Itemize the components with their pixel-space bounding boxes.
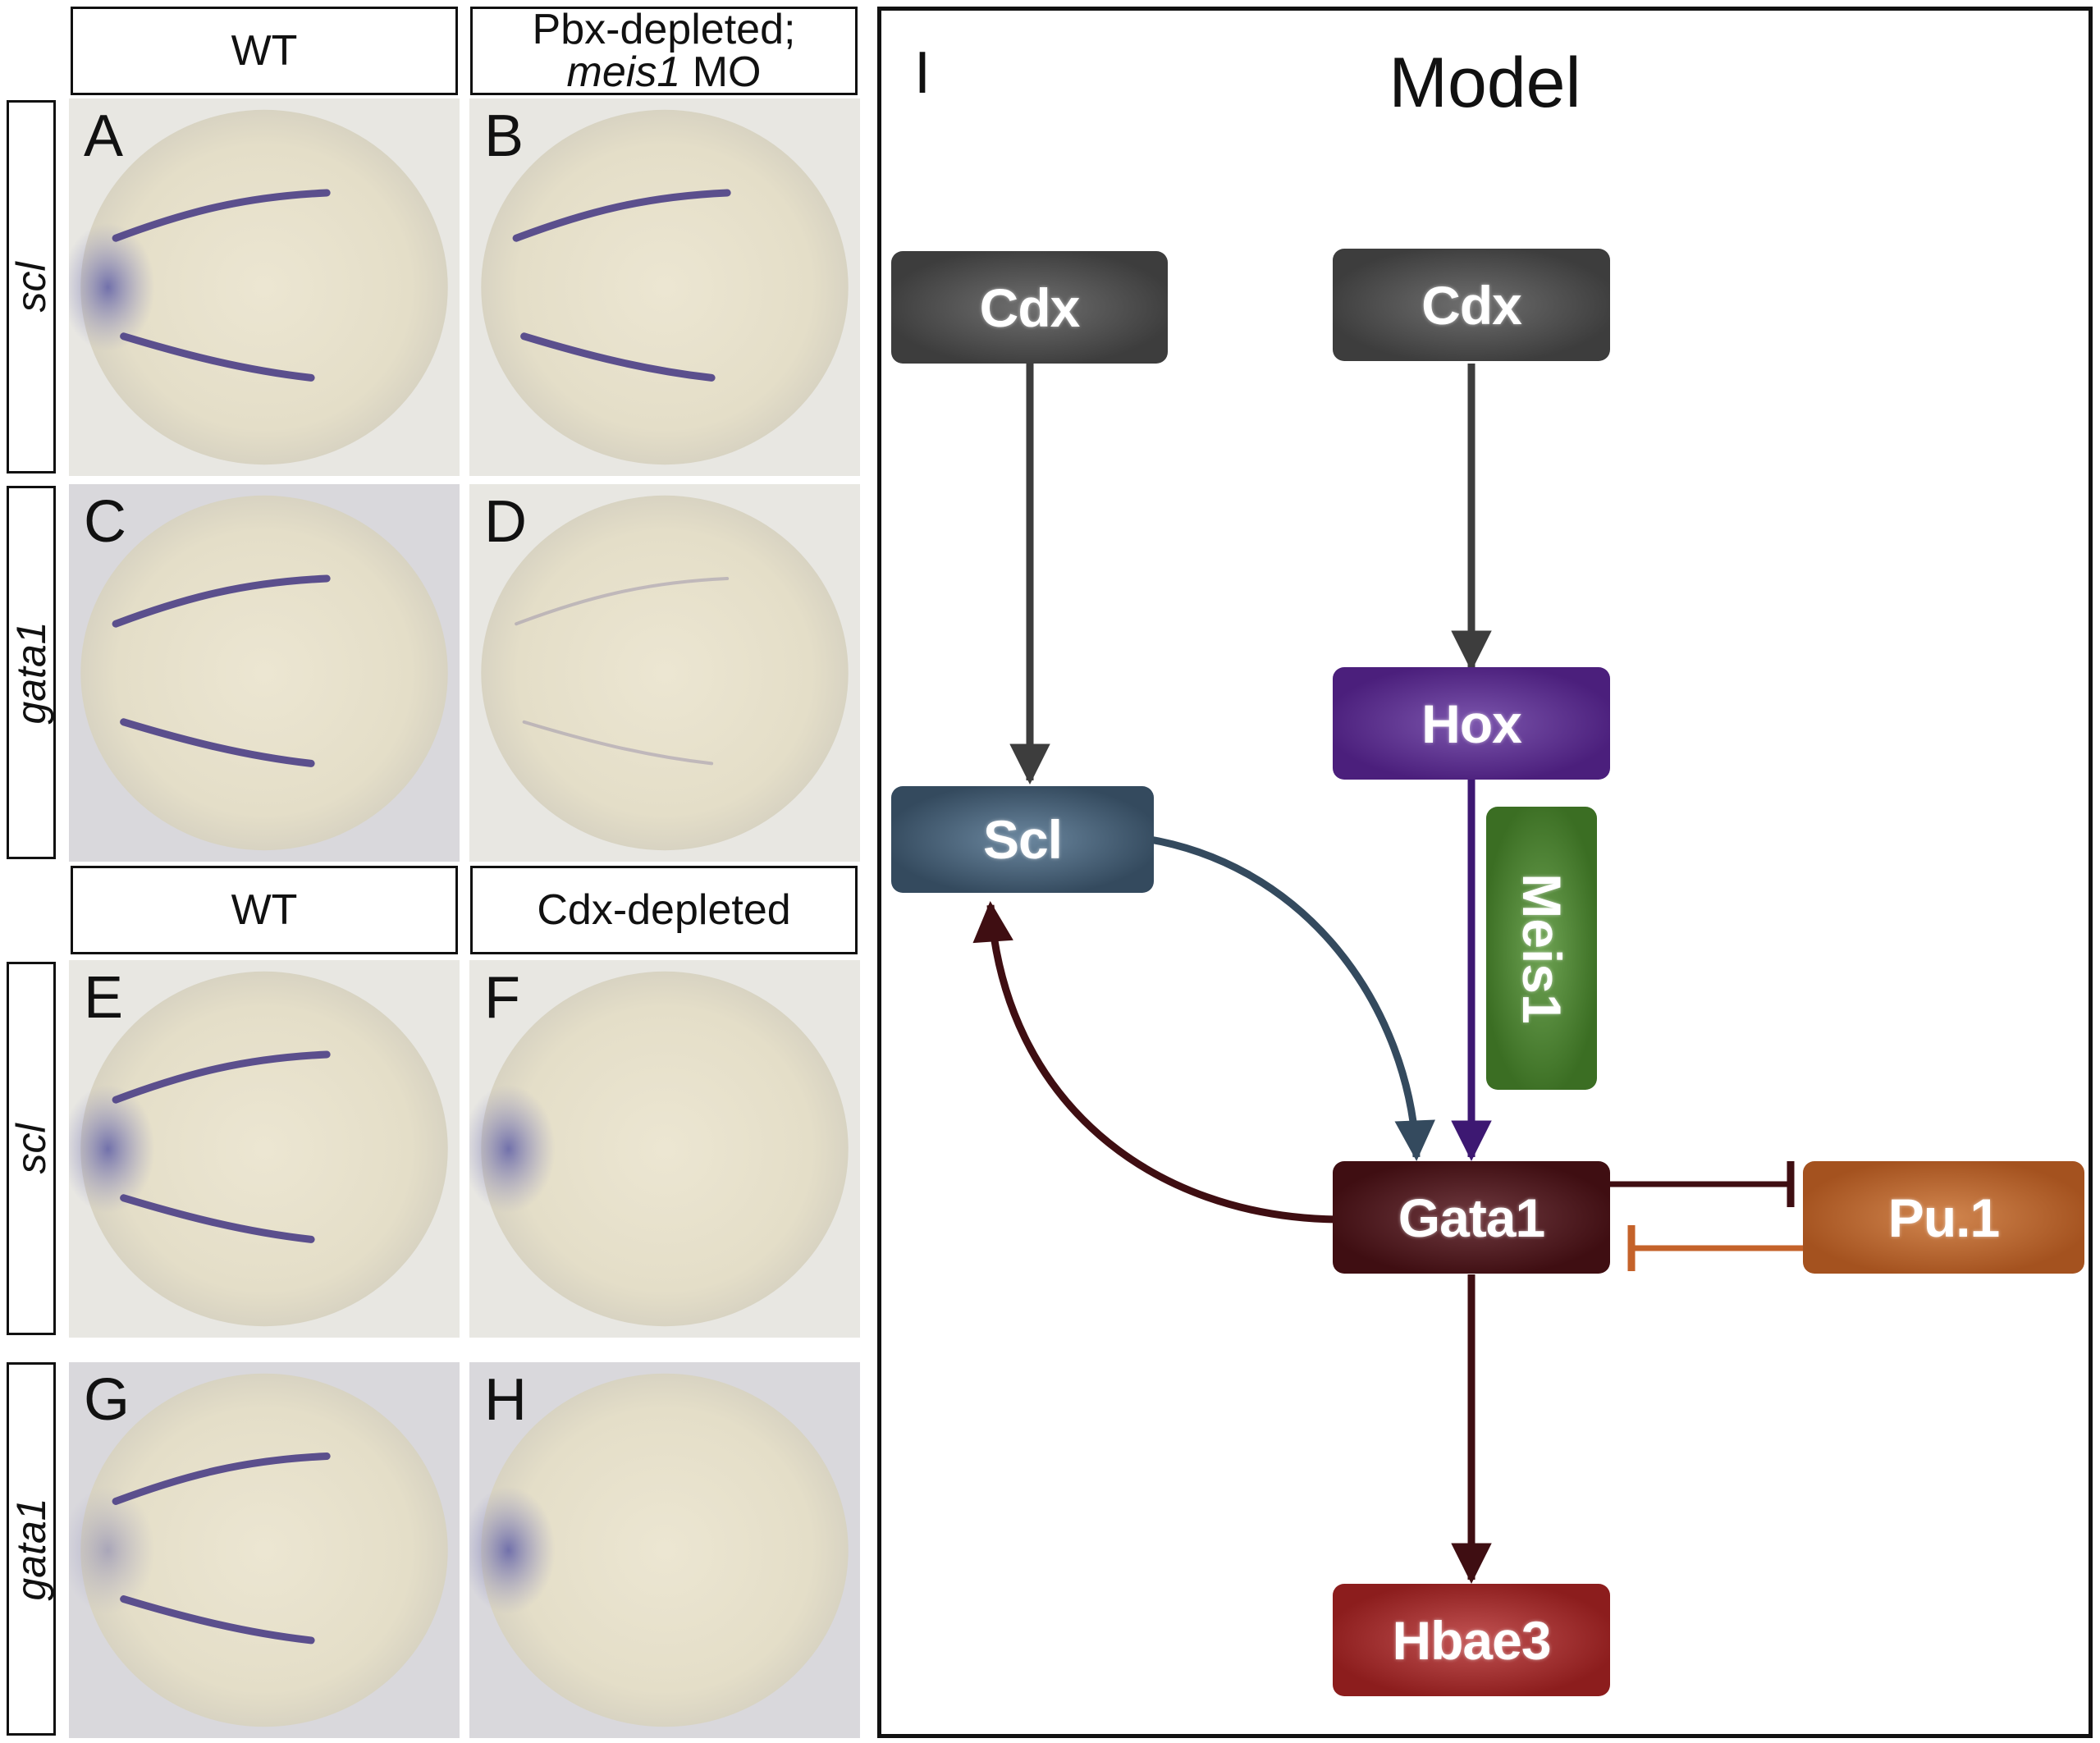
- panel-letter-a: A: [84, 103, 124, 169]
- node-gata1-label: Gata1: [1398, 1187, 1545, 1248]
- row-label-text: scl: [8, 1123, 54, 1174]
- embryo: [80, 1373, 448, 1727]
- node-cdx-left: Cdx: [891, 251, 1168, 364]
- node-meis1: Meis1: [1486, 807, 1597, 1090]
- embryo-panel-h: H: [469, 1362, 860, 1738]
- header-wt-bottom: WT: [71, 866, 458, 954]
- edge-gata1-to-scl: [972, 901, 1338, 1224]
- header-cdx-depleted: Cdx-depleted: [470, 866, 858, 954]
- header-pbx-mo: MO: [680, 48, 762, 96]
- row-label-text: gata1: [8, 620, 54, 725]
- model-panel: I Model: [877, 7, 2093, 1738]
- panel-letter-d: D: [484, 489, 527, 555]
- header-wt-bottom-label: WT: [231, 886, 298, 934]
- embryo-panel-d: D: [469, 484, 860, 862]
- head-expression: [69, 1084, 155, 1214]
- panel-letter-g: G: [84, 1367, 130, 1433]
- node-hbae3-label: Hbae3: [1392, 1609, 1551, 1671]
- header-cdx-label: Cdx-depleted: [537, 886, 791, 934]
- upper-stripe: [515, 577, 730, 626]
- row-label-text: gata1: [8, 1497, 54, 1601]
- embryo: [80, 495, 448, 851]
- panel-letter-e: E: [84, 965, 124, 1031]
- node-hox: Hox: [1333, 667, 1610, 780]
- embryo-image-c: [69, 484, 460, 862]
- embryo-panel-b: B: [469, 98, 860, 476]
- head-expression: [69, 1486, 155, 1614]
- embryo-panel-e: E: [69, 960, 460, 1338]
- header-wt-top-label: WT: [231, 27, 298, 75]
- embryo: [481, 1373, 849, 1727]
- embryo: [80, 971, 448, 1327]
- node-gata1: Gata1: [1333, 1161, 1610, 1274]
- row-label-text: scl: [8, 261, 54, 313]
- node-hox-label: Hox: [1421, 693, 1522, 754]
- head-expression: [69, 222, 155, 352]
- embryo-image-e: [69, 960, 460, 1338]
- upper-stripe: [512, 189, 731, 242]
- model-title: Model: [1389, 43, 1581, 122]
- panel-letter-b: B: [484, 103, 524, 169]
- panel-letter-h: H: [484, 1367, 527, 1433]
- node-pu1-label: Pu.1: [1887, 1187, 2000, 1248]
- header-wt-top: WT: [71, 7, 458, 95]
- node-cdx-right: Cdx: [1333, 249, 1610, 361]
- head-expression: [469, 1486, 556, 1614]
- node-hbae3: Hbae3: [1333, 1584, 1610, 1696]
- head-expression: [469, 1084, 556, 1214]
- lower-stripe: [520, 332, 716, 382]
- node-scl-label: Scl: [982, 809, 1063, 870]
- embryo: [481, 109, 849, 465]
- lower-stripe: [522, 720, 714, 766]
- embryo-panel-g: G: [69, 1362, 460, 1738]
- embryo-image-f: [469, 960, 860, 1338]
- header-pbx-line2: meis1 MO: [567, 51, 762, 94]
- row-label-scl-bottom: scl: [7, 962, 56, 1335]
- node-cdx-left-label: Cdx: [979, 277, 1081, 338]
- node-cdx-right-label: Cdx: [1421, 274, 1522, 336]
- edge-scl-to-gata1: [1127, 832, 1435, 1161]
- embryo: [80, 109, 448, 465]
- embryo-image-g: [69, 1362, 460, 1738]
- model-edges: [972, 364, 1805, 1584]
- embryo: [481, 495, 849, 851]
- embryo-panel-c: C: [69, 484, 460, 862]
- panel-letter-i: I: [914, 40, 931, 106]
- panel-letter-f: F: [484, 965, 520, 1031]
- lower-stripe: [120, 718, 315, 767]
- panel-letter-c: C: [84, 489, 126, 555]
- embryo-image-a: [69, 98, 460, 476]
- upper-stripe: [112, 1050, 331, 1104]
- row-label-gata1-top: gata1: [7, 486, 56, 859]
- upper-stripe: [112, 1452, 331, 1505]
- lower-stripe: [120, 1595, 315, 1645]
- lower-stripe: [120, 1194, 315, 1243]
- row-label-scl-top: scl: [7, 100, 56, 473]
- embryo-image-h: [469, 1362, 860, 1738]
- header-pbx-meis1: meis1: [566, 48, 681, 96]
- node-pu1: Pu.1: [1803, 1161, 2084, 1274]
- row-label-gata1-bottom: gata1: [7, 1362, 56, 1736]
- embryo-panel-f: F: [469, 960, 860, 1338]
- node-meis1-label: Meis1: [1511, 872, 1572, 1024]
- embryo-image-d: [469, 484, 860, 862]
- upper-stripe: [112, 574, 331, 628]
- upper-stripe: [112, 189, 331, 242]
- embryo-image-b: [469, 98, 860, 476]
- node-scl: Scl: [891, 786, 1154, 893]
- header-pbx-depleted: Pbx-depleted; meis1 MO: [470, 7, 858, 95]
- embryo-panel-a: A: [69, 98, 460, 476]
- embryo: [481, 971, 849, 1327]
- header-pbx-line1: Pbx-depleted;: [532, 6, 796, 53]
- lower-stripe: [120, 332, 315, 382]
